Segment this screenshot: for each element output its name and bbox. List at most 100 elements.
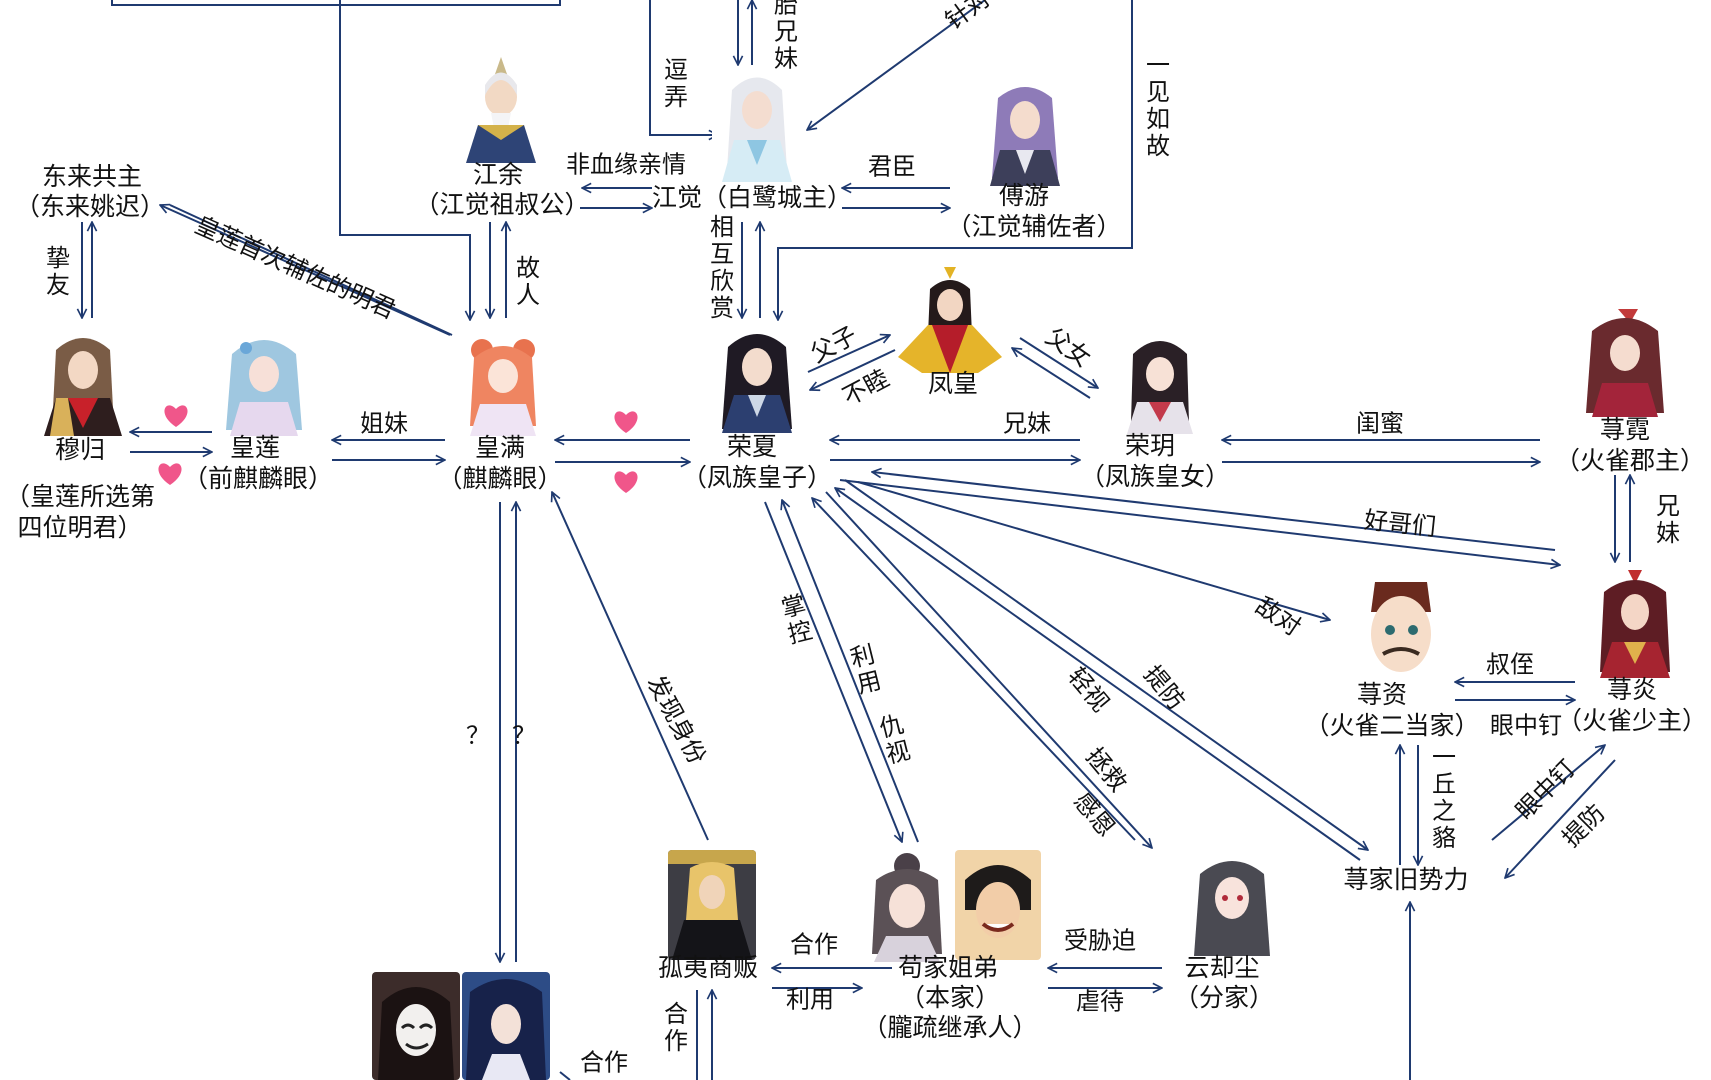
name-huanglian: 皇莲 [229, 433, 281, 462]
xunyan-to-rongxia [872, 472, 1556, 551]
fenghuang-to-rongxia [810, 349, 896, 390]
yijianrugu-line [778, 0, 1133, 320]
label-nuedai: 虐待 [1076, 987, 1124, 1016]
name-xunzi: 荨资 [1356, 680, 1408, 709]
avatar-goujia-sister [862, 850, 952, 962]
name-guyi: 孤夷商贩 [657, 953, 759, 982]
role-xunyan: （火雀少主） [1556, 706, 1708, 735]
avatar-fenghuang [898, 265, 1002, 373]
xunjia-to-rongxia [835, 488, 1361, 861]
rongxia-to-xunyan [839, 479, 1560, 565]
role-rongyue: （凤族皇女） [1079, 462, 1231, 491]
label-guren: 故人 [516, 254, 540, 309]
label-shouxiepo: 受胁迫 [1064, 926, 1136, 955]
name-huangman: 皇满 [474, 433, 526, 462]
label-q1: ？ [466, 721, 490, 750]
label-zhiyou: 挚友 [46, 244, 70, 299]
role-xunni: （火雀郡主） [1554, 446, 1706, 475]
label-junchen: 君臣 [868, 152, 916, 181]
label-hezuo3: 合作 [580, 1048, 628, 1077]
label-taixiongmei: 胎兄妹 [774, 0, 798, 73]
yunque-to-rongxia [812, 498, 1136, 841]
label-guimi: 闺蜜 [1356, 409, 1404, 438]
huanglian-ruler-1 [160, 205, 451, 336]
label-xianghu: 相互欣赏 [710, 213, 734, 322]
top-box-line-2 [339, 0, 470, 320]
avatar-blue-hair [462, 972, 550, 1080]
name-jiangjue: 江觉（白鹭城主） [651, 183, 853, 212]
avatar-yunque [1188, 848, 1276, 956]
role-goujia: （本家） [899, 983, 1001, 1012]
role-xunzi: （火雀二当家） [1304, 711, 1480, 740]
pair-hezuo [559, 1071, 571, 1080]
rongxia-to-xunzi [857, 481, 1330, 620]
avatar-guyi [668, 850, 756, 960]
avatar-fuyou [980, 78, 1070, 186]
avatar-mugui [38, 328, 128, 436]
name-donglai: 东来共主 [41, 162, 143, 191]
fenghuang-to-rongyue [1019, 337, 1098, 388]
avatar-goujia-brother [955, 850, 1041, 960]
name-fuyou: 傅游 [998, 181, 1050, 210]
label-jiemei: 姐妹 [360, 409, 408, 438]
name-xunjia: 荨家旧势力 [1343, 865, 1469, 894]
name-xunyan: 荨炎 [1606, 675, 1658, 704]
dounong-arrow [649, 0, 718, 135]
name-goujia: 苟家姐弟 [897, 953, 999, 982]
name-jiangyu: 江余 [472, 160, 524, 189]
name-yunque: 云却尘 [1184, 953, 1260, 982]
label-xiongmei: 兄妹 [1003, 409, 1051, 438]
rongyue-to-fenghuang [1012, 348, 1091, 399]
avatar-rongyue [1115, 330, 1205, 434]
xunyan-to-xunjia [1505, 759, 1616, 878]
zhendui-arrow [807, 0, 986, 130]
avatar-jiangyu [458, 55, 544, 163]
label-xiongmei2: 兄妹 [1656, 492, 1680, 547]
name-rongxia: 荣夏 [726, 432, 778, 461]
avatar-xunni [1578, 305, 1673, 417]
label-hezuo1: 合作 [790, 930, 838, 959]
label-yijianrugu: 一见如故 [1146, 51, 1170, 160]
xunjia-to-xunyan [1491, 745, 1605, 841]
role2-goujia: （朧疏继承人） [862, 1013, 1038, 1042]
label-liyong2: 利用 [786, 985, 834, 1014]
role-huanglian: （前麒麟眼） [182, 464, 334, 493]
heart-icon [614, 411, 638, 433]
avatar-xunzi [1355, 572, 1447, 684]
heart-icon [614, 471, 638, 493]
label-feixueyuan: 非血缘亲情 [566, 150, 686, 179]
role-mugui: （皇莲所选第四位明君） [5, 482, 156, 542]
label-q2: ？ [512, 721, 536, 750]
huanglian-ruler-2 [169, 204, 453, 336]
role-fuyou: （江觉辅佐者） [946, 212, 1122, 241]
role-yunque: （分家） [1173, 983, 1275, 1012]
label-shuzhi: 叔侄 [1486, 650, 1534, 679]
name-mugui: 穆归 [54, 435, 106, 464]
label-dounong: 逗弄 [664, 56, 688, 111]
heart-icon [164, 405, 188, 427]
avatar-rongxia [712, 325, 802, 433]
role-huangman: （麒麟眼） [437, 464, 563, 493]
guyi-to-huangman [552, 492, 709, 841]
top-box-line [111, 0, 561, 6]
name-xunni: 荨霓 [1599, 415, 1651, 444]
rongxia-to-goujia [764, 501, 902, 842]
name-fenghuang: 凤皇 [927, 369, 979, 398]
heart-icon [158, 463, 182, 485]
rongxia-to-fenghuang [807, 335, 890, 373]
goujia-to-rongxia [782, 500, 919, 843]
role-donglai: （东来姚迟） [14, 192, 166, 221]
avatar-jiangjue [712, 70, 802, 182]
avatar-xunyan [1590, 568, 1680, 678]
label-hezuo2: 合作 [664, 1000, 688, 1055]
role-rongxia: （凤族皇子） [681, 463, 833, 492]
avatar-masked [372, 972, 460, 1080]
avatar-huangman [458, 330, 548, 436]
role-jiangyu: （江觉祖叔公） [414, 190, 590, 219]
rongxia-to-xunjia [844, 479, 1368, 850]
avatar-huanglian [218, 330, 310, 436]
label-yiqiuzhihe: 一丘之貉 [1432, 743, 1456, 852]
name-rongyue: 荣玥 [1124, 431, 1176, 460]
label-yanzhongding: 眼中钉 [1490, 711, 1562, 740]
